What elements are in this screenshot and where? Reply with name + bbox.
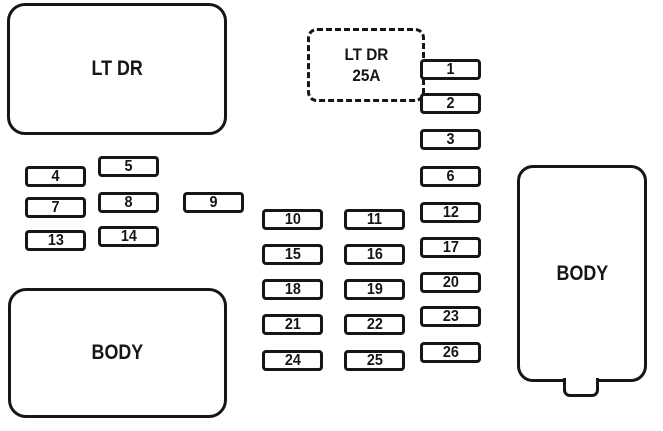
fuse-22-number: 22 bbox=[366, 315, 383, 333]
fuse-20: 20 bbox=[420, 272, 481, 293]
fuse-10-number: 10 bbox=[284, 210, 301, 228]
fuse-18-number: 18 bbox=[284, 280, 301, 298]
relay-block-body-left: BODY bbox=[8, 288, 227, 418]
fuse-17: 17 bbox=[420, 237, 481, 258]
fuse-8-number: 8 bbox=[124, 193, 133, 211]
fuse-19-number: 19 bbox=[366, 280, 383, 298]
fuse-5: 5 bbox=[98, 156, 159, 177]
fuse-11-number: 11 bbox=[366, 210, 383, 228]
fuse-17-number: 17 bbox=[442, 238, 459, 256]
fuse-2: 2 bbox=[420, 93, 481, 114]
fuse-3-number: 3 bbox=[446, 130, 455, 148]
fuse-14: 14 bbox=[98, 226, 159, 247]
relay-block-body-right: BODY bbox=[517, 165, 647, 382]
fuse-8: 8 bbox=[98, 192, 159, 213]
fuse-16: 16 bbox=[344, 244, 405, 265]
spare-fuse-label-line2: 25A bbox=[351, 66, 381, 85]
relay-block-body-left-label: BODY bbox=[91, 341, 144, 364]
fuse-16-number: 16 bbox=[366, 245, 383, 263]
fuse-25-number: 25 bbox=[366, 351, 383, 369]
fuse-12: 12 bbox=[420, 202, 481, 223]
fuse-15: 15 bbox=[262, 244, 323, 265]
fuse-21: 21 bbox=[262, 314, 323, 335]
relay-block-body-right-label: BODY bbox=[556, 261, 608, 285]
relay-block-lt-dr-label: LT DR bbox=[91, 57, 143, 80]
spare-fuse-label: LT DR 25A bbox=[344, 44, 388, 86]
fuse-9-number: 9 bbox=[209, 193, 218, 211]
fuse-26: 26 bbox=[420, 342, 481, 363]
fuse-25: 25 bbox=[344, 350, 405, 371]
fuse-2-number: 2 bbox=[446, 94, 455, 112]
fuse-3: 3 bbox=[420, 129, 481, 150]
fuse-7-number: 7 bbox=[51, 198, 60, 216]
fuse-12-number: 12 bbox=[442, 203, 459, 221]
fuse-24: 24 bbox=[262, 350, 323, 371]
relay-block-lt-dr: LT DR bbox=[7, 3, 227, 135]
fuse-14-number: 14 bbox=[120, 227, 137, 245]
fuse-4: 4 bbox=[25, 166, 86, 187]
fuse-5-number: 5 bbox=[124, 157, 133, 175]
fuse-13-number: 13 bbox=[47, 231, 64, 249]
fuse-7: 7 bbox=[25, 197, 86, 218]
spare-fuse-label-line1: LT DR bbox=[344, 45, 388, 64]
fuse-13: 13 bbox=[25, 230, 86, 251]
fuse-4-number: 4 bbox=[51, 167, 60, 185]
fuse-24-number: 24 bbox=[284, 351, 301, 369]
fuse-20-number: 20 bbox=[442, 273, 459, 291]
fuse-26-number: 26 bbox=[442, 343, 459, 361]
fuse-19: 19 bbox=[344, 279, 405, 300]
fuse-15-number: 15 bbox=[284, 245, 301, 263]
fuse-10: 10 bbox=[262, 209, 323, 230]
body-right-connector-tab bbox=[563, 378, 599, 397]
fuse-6-number: 6 bbox=[446, 167, 455, 185]
fuse-23-number: 23 bbox=[442, 307, 459, 325]
fuse-1-number: 1 bbox=[446, 60, 455, 78]
fuse-11: 11 bbox=[344, 209, 405, 230]
spare-fuse-block: LT DR 25A bbox=[307, 28, 425, 102]
fuse-1: 1 bbox=[420, 59, 481, 80]
fuse-22: 22 bbox=[344, 314, 405, 335]
fuse-6: 6 bbox=[420, 166, 481, 187]
fuse-23: 23 bbox=[420, 306, 481, 327]
fuse-21-number: 21 bbox=[284, 315, 301, 333]
fuse-9: 9 bbox=[183, 192, 244, 213]
fuse-18: 18 bbox=[262, 279, 323, 300]
